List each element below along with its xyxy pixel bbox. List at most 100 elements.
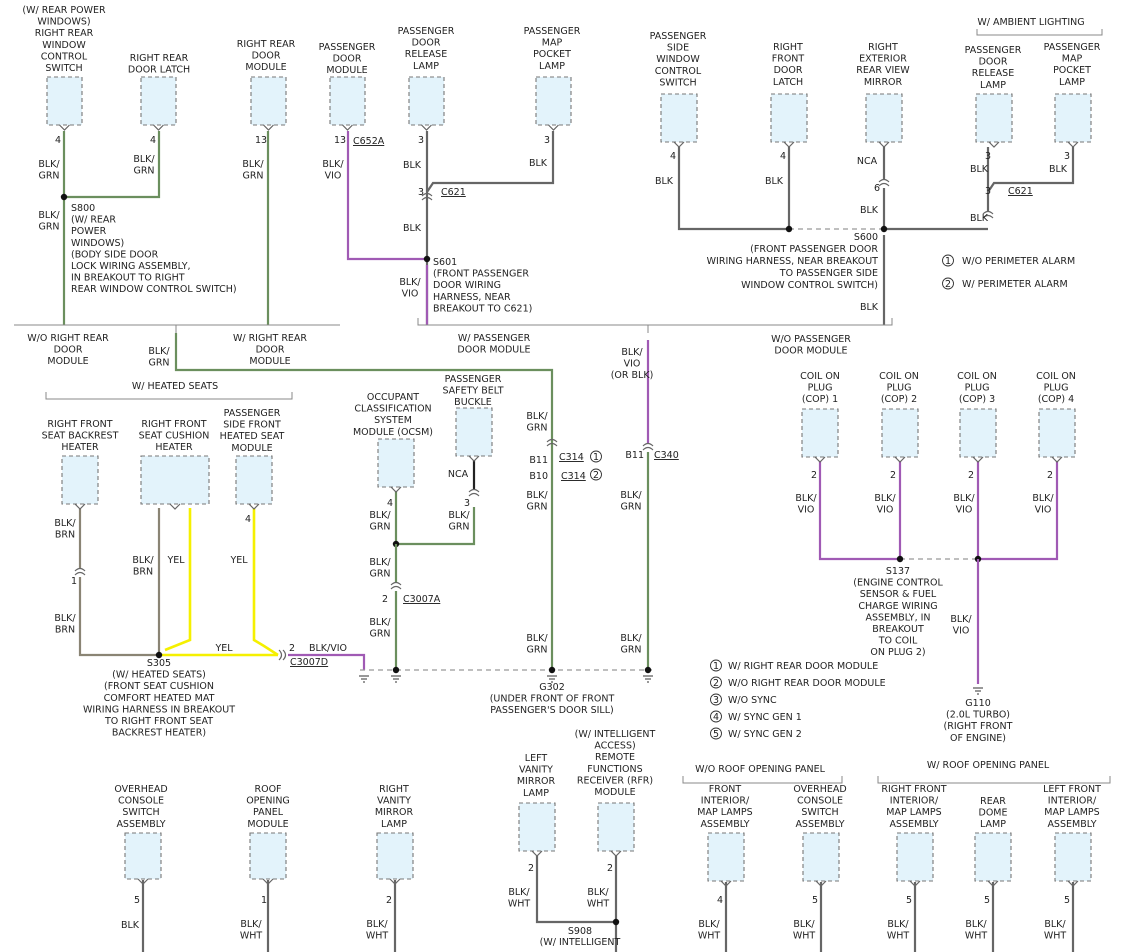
- wire-label: BLK/: [54, 613, 76, 624]
- wire-label: WHT: [887, 931, 910, 942]
- module-label: RELEASE: [972, 68, 1014, 79]
- module-label: REAR VIEW: [856, 65, 910, 76]
- module-label: EXTERIOR: [859, 54, 907, 65]
- circled-number-ring: [942, 277, 954, 290]
- module-label: SWITCH: [659, 77, 696, 88]
- ambient-map-lamp-box: [1054, 93, 1092, 143]
- pin-number: 4: [245, 514, 251, 525]
- wire-label: BLK/: [448, 510, 470, 521]
- wire-label: BLK: [860, 302, 879, 313]
- module-label: ASSEMBLY: [889, 819, 938, 830]
- legend-text: W/ SYNC GEN 2: [728, 729, 802, 740]
- circled-number: 1: [593, 452, 599, 463]
- module-label: MAP LAMPS: [1044, 807, 1099, 818]
- module-label: RIGHT REAR: [35, 28, 94, 39]
- splice-dot: [392, 666, 400, 674]
- splice-label: ON PLUG 2): [870, 647, 925, 658]
- c340-connector: [642, 442, 654, 451]
- module-label: SIDE: [667, 43, 689, 54]
- wire-label: GRN: [620, 645, 641, 656]
- module-label: VANITY: [377, 796, 411, 807]
- wire-label: BLK: [529, 158, 548, 169]
- group-label: W/O RIGHT REAR: [27, 333, 109, 344]
- wire-label: BLK/: [38, 159, 60, 170]
- module-label: MODULE: [247, 819, 288, 830]
- connector-label: C340: [654, 450, 679, 461]
- s908-splice: [612, 918, 620, 926]
- module-label: WINDOW: [42, 40, 86, 51]
- wire-blk: [677, 147, 789, 231]
- wire-label: BLK/: [369, 617, 391, 628]
- module-label: CONTROL: [655, 66, 702, 77]
- module-label: CONSOLE: [797, 796, 843, 807]
- module-label: PASSENGER: [445, 374, 502, 385]
- module-label: OCCUPANT: [367, 392, 419, 403]
- module-label: LAMP: [1059, 77, 1085, 88]
- wire-label: BLK/: [965, 919, 987, 930]
- ground-symbol: [643, 675, 653, 683]
- module-label: CONSOLE: [118, 796, 164, 807]
- module-label: MAP: [542, 38, 563, 49]
- rr-door-latch-box: [140, 76, 177, 126]
- module-label: RIGHT REAR: [130, 53, 189, 64]
- pin-marker: [783, 141, 795, 148]
- wire-label: WHT: [965, 931, 988, 942]
- wire-label: BLK/: [793, 919, 815, 930]
- module-label: LAMP: [980, 80, 1006, 91]
- module-label: RIGHT: [773, 42, 803, 53]
- module-label: DOOR: [979, 57, 1008, 68]
- s305-splice: [155, 651, 163, 659]
- wire-label: BLK/: [242, 159, 264, 170]
- connector-label: C3007A: [403, 594, 441, 605]
- pin-marker: [972, 456, 984, 463]
- splice-label: BREAKOUT TO C621): [433, 303, 532, 314]
- pin-marker: [59, 124, 70, 131]
- module-label: DOOR LATCH: [128, 65, 190, 76]
- module-label: LAMP: [539, 61, 565, 72]
- module-label: HEATER: [61, 442, 99, 453]
- module-label: LATCH: [773, 77, 803, 88]
- wire-label: BLK/: [874, 493, 896, 504]
- group-label: W/O ROOF OPENING PANEL: [695, 764, 825, 775]
- wire-label: BLK/: [369, 510, 391, 521]
- wire-label: BLK/: [698, 919, 720, 930]
- pin-marker: [894, 456, 906, 463]
- module-label: MIRROR: [517, 776, 556, 787]
- wire-label: BLK/: [148, 346, 170, 357]
- module-label: INTERIOR/: [890, 796, 939, 807]
- s600-splice: [880, 225, 888, 233]
- pass-seat-heat-module-box: [235, 455, 273, 505]
- module-label: POCKET: [1053, 65, 1091, 76]
- module-label: RIGHT FRONT: [881, 784, 946, 795]
- pin-marker: [815, 880, 827, 887]
- module-label: MODULE: [245, 62, 286, 73]
- splice-label: BACKREST HEATER): [112, 728, 206, 739]
- wire-label: WHT: [366, 931, 389, 942]
- connector-label: C621: [1008, 186, 1033, 197]
- splice-label: (W/ HEATED SEATS): [112, 670, 206, 681]
- inline-connector: [468, 488, 480, 497]
- circled-number: 2: [593, 470, 599, 481]
- pin-number: 3: [464, 498, 470, 509]
- lf-interior-map-box: [1054, 832, 1092, 882]
- pin-marker: [673, 141, 685, 148]
- wires-layer: [14, 29, 1111, 952]
- splice-label: G302: [539, 682, 565, 693]
- ocsm-box: [377, 438, 415, 488]
- pin-marker: [878, 141, 890, 148]
- splice-dot: [548, 666, 556, 674]
- pin-number: B11: [529, 455, 548, 466]
- pin-marker: [720, 880, 732, 887]
- c3007a-connector: [390, 581, 402, 590]
- wire-label: GRN: [448, 522, 469, 533]
- circled-number-ring: [710, 727, 722, 740]
- splice-label: S908: [568, 926, 592, 937]
- wire-label: GRN: [526, 423, 547, 434]
- connector-label: C652A: [353, 136, 385, 147]
- splice-label: HARNESS, NEAR: [433, 292, 511, 303]
- ground-symbol: [391, 675, 401, 683]
- wire-label: BLK/: [508, 887, 530, 898]
- module-label: PASSENGER: [524, 26, 581, 37]
- pin-number: 2: [890, 470, 896, 481]
- overhead-console-2-box: [802, 832, 840, 882]
